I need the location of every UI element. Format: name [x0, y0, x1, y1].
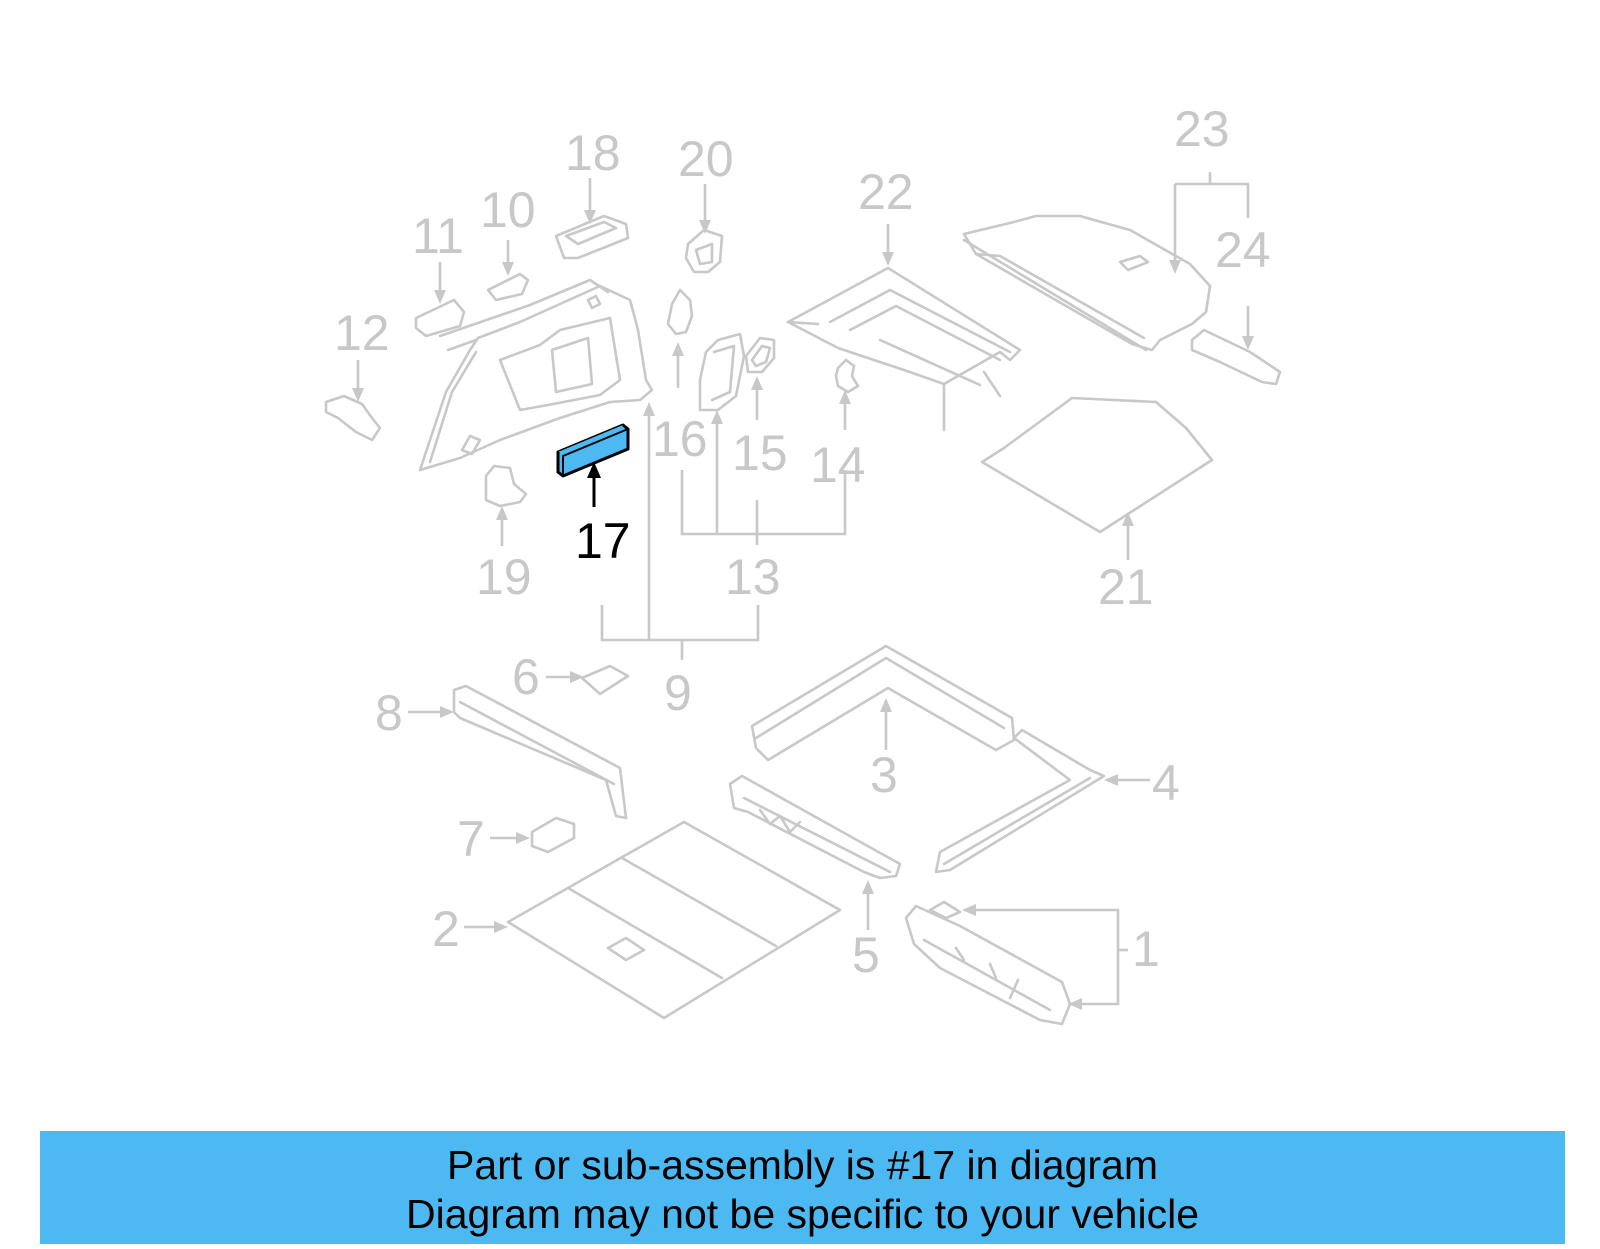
part-8[interactable] [452, 684, 628, 820]
callout-13: 13 [725, 549, 781, 605]
parts-diagram: 18 20 10 11 12 22 23 24 16 15 14 17 19 1… [324, 101, 1282, 1026]
part-23[interactable] [962, 214, 1212, 352]
part-17-highlighted[interactable] [556, 423, 630, 478]
part-5[interactable] [728, 774, 902, 880]
callout-5: 5 [852, 927, 880, 983]
part-4[interactable] [934, 728, 1106, 874]
callout-11: 11 [412, 208, 464, 264]
callout-17: 17 [575, 513, 631, 569]
callout-2: 2 [432, 901, 460, 957]
callout-12: 12 [334, 305, 390, 361]
callout-20: 20 [678, 131, 734, 187]
banner-line-1: Part or sub-assembly is #17 in diagram [447, 1142, 1158, 1188]
part-2[interactable] [506, 820, 842, 1020]
part-6[interactable] [580, 664, 630, 696]
callout-10: 10 [480, 182, 536, 238]
part-12[interactable] [324, 394, 382, 442]
callout-1: 1 [1132, 921, 1160, 977]
callout-8: 8 [375, 685, 403, 741]
callout-16: 16 [652, 411, 708, 467]
part-22[interactable] [786, 266, 1022, 432]
callout-7: 7 [457, 811, 485, 867]
callout-9: 9 [664, 665, 692, 721]
part-10[interactable] [486, 272, 530, 302]
info-banner: Part or sub-assembly is #17 in diagram D… [40, 1131, 1565, 1244]
callout-23: 23 [1174, 101, 1230, 157]
callout-14: 14 [810, 437, 866, 493]
part-14[interactable] [834, 358, 860, 394]
part-1[interactable] [904, 900, 1072, 1026]
part-20[interactable] [684, 228, 724, 274]
callout-3: 3 [870, 747, 898, 803]
part-19[interactable] [484, 464, 528, 508]
part-21[interactable] [980, 396, 1214, 534]
banner-line-2: Diagram may not be specific to your vehi… [405, 1191, 1199, 1237]
callout-19: 19 [476, 549, 532, 605]
callout-24: 24 [1215, 222, 1271, 278]
part-7[interactable] [530, 816, 576, 854]
part-3[interactable] [750, 644, 1016, 762]
callout-6: 6 [512, 649, 540, 705]
part-24[interactable] [1190, 328, 1282, 386]
callout-4: 4 [1152, 755, 1180, 811]
callout-22: 22 [858, 164, 914, 220]
part-11[interactable] [414, 298, 466, 338]
part-clip[interactable] [666, 288, 694, 336]
callout-15: 15 [732, 425, 788, 481]
callout-21: 21 [1098, 559, 1154, 615]
part-16[interactable] [698, 332, 746, 412]
part-quarter-trim-panel[interactable] [418, 278, 654, 472]
part-15[interactable] [744, 336, 776, 374]
callout-18: 18 [565, 125, 621, 181]
